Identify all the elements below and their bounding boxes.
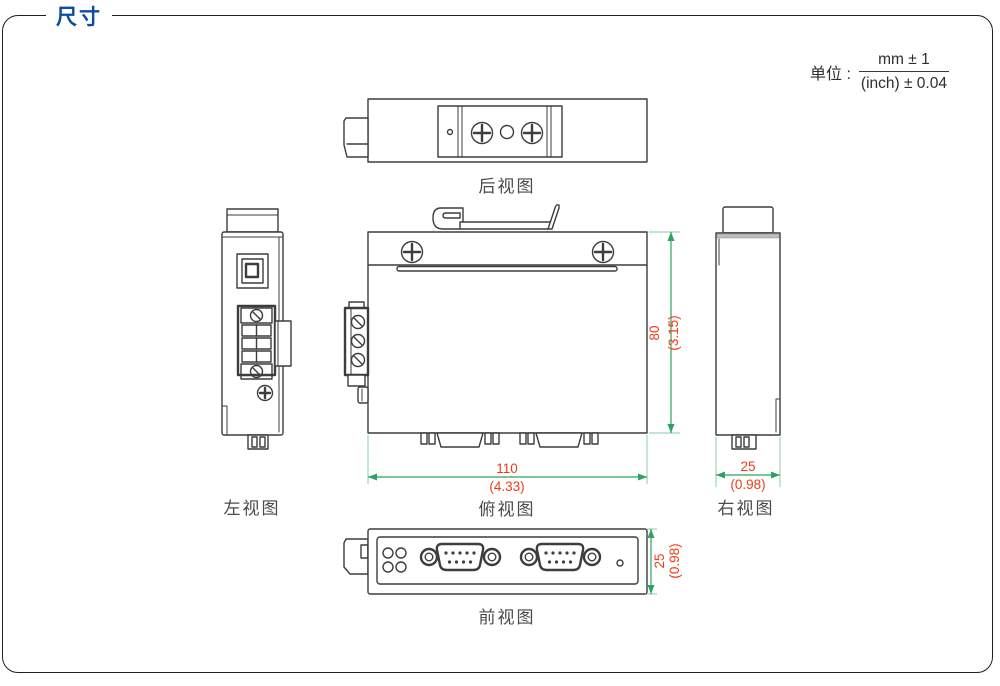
top-view-label: 俯视图 (478, 500, 536, 519)
height-inch: (3.15) (666, 315, 681, 350)
db9-connector-1 (419, 542, 502, 572)
rear-view-drawing (343, 98, 648, 163)
content-frame (2, 15, 993, 673)
mount-tab (343, 538, 369, 575)
front-height-mm: 25 (652, 553, 667, 568)
mount-tab (343, 117, 369, 158)
bottom-foot (247, 434, 269, 450)
depth-mm: 25 (740, 459, 755, 474)
page-title: 尺寸 (46, 1, 112, 31)
screw-icon (520, 121, 544, 145)
unit-fraction: mm ± 1 (inch) ± 0.04 (858, 50, 949, 94)
width-inch: (4.33) (489, 479, 524, 494)
din-clip (722, 206, 774, 234)
screw-icon (470, 121, 494, 145)
unit-mm: mm ± 1 (858, 50, 949, 73)
left-view-drawing (221, 208, 292, 450)
din-rail-clip (432, 204, 560, 230)
db9-edge-connectors (420, 432, 599, 448)
led-indicators (382, 547, 407, 573)
unit-inch: (inch) ± 0.04 (860, 75, 947, 93)
depth-inch: (0.98) (730, 477, 765, 492)
right-view-drawing: 25 (0.98) (715, 206, 781, 492)
top-view-drawing: 80 (3.15) 110 (4.33) (343, 204, 681, 494)
side-button (357, 386, 369, 404)
rear-view-label: 后视图 (478, 177, 536, 196)
din-clip (226, 208, 279, 233)
front-view-drawing: 25 (0.98) (343, 528, 682, 595)
db9-connector-2 (519, 542, 602, 572)
height-dimension: 80 (3.15) (647, 231, 681, 434)
width-mm: 110 (496, 461, 518, 476)
din-mount-plate (437, 105, 563, 158)
terminal-block (236, 304, 292, 380)
height-mm: 80 (647, 325, 662, 340)
bottom-foot (731, 434, 757, 450)
screw-icon (591, 240, 615, 264)
left-view-label: 左视图 (223, 499, 281, 518)
front-height-inch: (0.98) (667, 543, 682, 578)
screw-icon (400, 240, 424, 264)
front-view-label: 前视图 (478, 608, 536, 627)
terminal-block-side (343, 301, 370, 387)
unit-note: 单位 : mm ± 1 (inch) ± 0.04 (810, 50, 949, 94)
unit-prefix: 单位 : (810, 65, 851, 83)
width-dimension: 110 (4.33) (367, 435, 648, 494)
ground-screw-icon (256, 384, 274, 402)
depth-dimension: 25 (0.98) (715, 437, 781, 492)
front-height-dimension: 25 (0.98) (647, 528, 682, 595)
usb-b-port (236, 253, 269, 289)
right-view-label: 右视图 (717, 499, 775, 518)
